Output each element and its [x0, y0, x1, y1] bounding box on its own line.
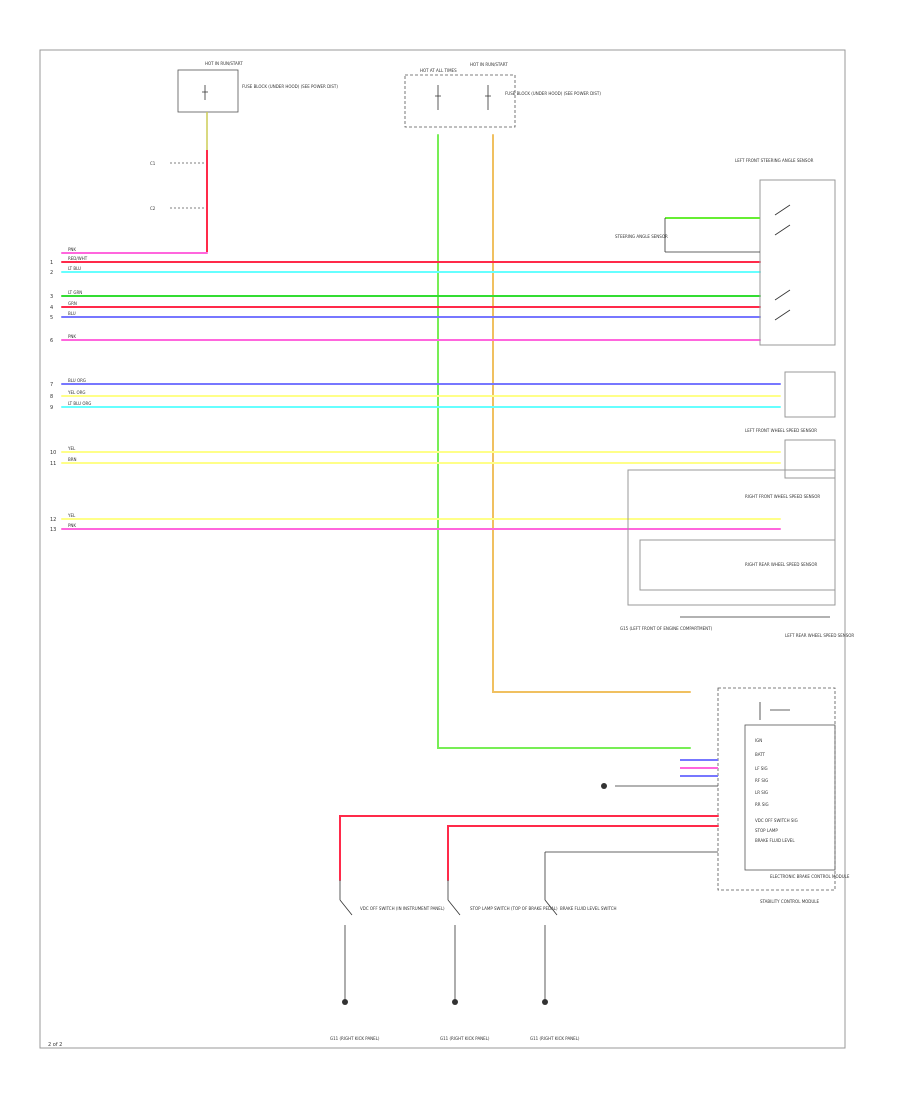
- svg-text:G11 (RIGHT KICK PANEL): G11 (RIGHT KICK PANEL): [330, 1036, 380, 1041]
- svg-text:BLU: BLU: [68, 311, 76, 316]
- module-bottom-title: STABILITY CONTROL MODULE: [760, 899, 820, 904]
- svg-text:BRAKE FLUID LEVEL SWITCH: BRAKE FLUID LEVEL SWITCH: [560, 906, 617, 911]
- comp-right5-title: LEFT REAR WHEEL SPEED SENSOR: [785, 633, 854, 638]
- svg-text:LT BLU ORG: LT BLU ORG: [68, 401, 91, 406]
- svg-text:9: 9: [50, 405, 53, 411]
- vdc-off-switch: VDC OFF SWITCH (IN INSTRUMENT PANEL) G11…: [330, 880, 445, 1041]
- svg-text:3: 3: [50, 294, 53, 300]
- svg-text:11: 11: [50, 461, 56, 467]
- fuse-block-mid: HOT AT ALL TIMES HOT IN RUN/START FUSE B…: [404, 62, 601, 128]
- svg-text:10: 10: [50, 450, 56, 456]
- comp-right1-b: STEERING ANGLE SENSOR: [615, 234, 668, 239]
- svg-text:BRN: BRN: [68, 457, 77, 462]
- svg-text:YEL ORG: YEL ORG: [67, 390, 86, 395]
- svg-text:G11 (RIGHT KICK PANEL): G11 (RIGHT KICK PANEL): [440, 1036, 490, 1041]
- switch-wires: [339, 815, 719, 881]
- wheel-speed-sensor-rr: RIGHT FRONT WHEEL SPEED SENSOR RIGHT REA…: [620, 469, 854, 638]
- ground-mid: G15 (LEFT FRONT OF ENGINE COMPARTMENT): [620, 626, 713, 631]
- svg-text:YEL: YEL: [67, 446, 76, 451]
- svg-text:13: 13: [50, 527, 56, 533]
- fuse-left-note: FUSE BLOCK (UNDER HOOD) (SEE POWER DIST): [242, 84, 338, 89]
- fuse-left-title: HOT IN RUN/START: [205, 61, 243, 66]
- svg-text:BRAKE FLUID LEVEL: BRAKE FLUID LEVEL: [755, 838, 795, 843]
- conn-c1: C1: [150, 161, 156, 166]
- wire-orange-vertical: [492, 134, 691, 693]
- comp-right1-title: LEFT FRONT STEERING ANGLE SENSOR: [735, 158, 814, 163]
- comp-right2-title: LEFT FRONT WHEEL SPEED SENSOR: [745, 428, 817, 433]
- svg-text:VDC OFF SWITCH (IN INSTRUMENT: VDC OFF SWITCH (IN INSTRUMENT PANEL): [360, 906, 445, 911]
- svg-text:YEL: YEL: [67, 513, 76, 518]
- svg-text:5: 5: [50, 315, 53, 321]
- svg-text:BATT: BATT: [755, 752, 766, 757]
- svg-text:7: 7: [50, 382, 53, 388]
- comp-right4-title: RIGHT REAR WHEEL SPEED SENSOR: [745, 562, 817, 567]
- svg-text:1: 1: [50, 260, 53, 266]
- left-pin-labels: 1 2 3 4 5 6 7 8 9 10 11 12 13: [50, 260, 56, 533]
- svg-text:2: 2: [50, 270, 53, 276]
- svg-text:6: 6: [50, 338, 53, 344]
- svg-text:PNK: PNK: [68, 523, 76, 528]
- svg-text:12: 12: [50, 517, 56, 523]
- page-footer: 2 of 2: [48, 1042, 62, 1048]
- wheel-speed-sensor-rf: LEFT FRONT WHEEL SPEED SENSOR: [745, 428, 836, 479]
- fuse-block-left: HOT IN RUN/START FUSE BLOCK (UNDER HOOD)…: [177, 61, 338, 113]
- stop-lamp-switch: STOP LAMP SWITCH (TOP OF BRAKE PEDAL) G1…: [440, 880, 558, 1041]
- svg-text:RR SIG: RR SIG: [755, 802, 769, 807]
- svg-text:LF SIG: LF SIG: [755, 766, 768, 771]
- svg-text:STOP LAMP: STOP LAMP: [755, 828, 778, 833]
- bus-wires: [61, 252, 781, 530]
- svg-text:4: 4: [50, 305, 53, 311]
- ground-symbol-module: [601, 783, 607, 789]
- brake-fluid-level-switch: BRAKE FLUID LEVEL SWITCH G11 (RIGHT KICK…: [530, 880, 617, 1041]
- svg-text:LT GRN: LT GRN: [68, 290, 82, 295]
- diagram-border: [39, 49, 846, 1049]
- svg-text:8: 8: [50, 394, 53, 400]
- comp-right3-title: RIGHT FRONT WHEEL SPEED SENSOR: [745, 494, 820, 499]
- svg-text:PNK: PNK: [68, 247, 76, 252]
- fuse-mid2-title: HOT IN RUN/START: [470, 62, 508, 67]
- svg-text:IGN: IGN: [755, 738, 762, 743]
- svg-text:GRN: GRN: [68, 301, 77, 306]
- svg-text:RED/WHT: RED/WHT: [68, 256, 88, 261]
- fuse-mid-note: FUSE BLOCK (UNDER HOOD) (SEE POWER DIST): [505, 91, 601, 96]
- svg-text:LT BLU: LT BLU: [68, 266, 81, 271]
- conn-c2: C2: [150, 206, 156, 211]
- fuse-mid1-title: HOT AT ALL TIMES: [420, 68, 457, 73]
- module-title: ELECTRONIC BRAKE CONTROL MODULE: [770, 874, 850, 879]
- svg-text:LR SIG: LR SIG: [755, 790, 768, 795]
- svg-text:PNK: PNK: [68, 334, 76, 339]
- left-wire-labels: PNK RED/WHT LT BLU LT GRN GRN BLU PNK BL…: [67, 247, 91, 528]
- svg-text:BLU ORG: BLU ORG: [68, 378, 86, 383]
- brake-control-module: IGN BATT LF SIG RF SIG LR SIG RR SIG VDC…: [717, 687, 850, 904]
- svg-text:VDC OFF SWITCH SIG: VDC OFF SWITCH SIG: [755, 818, 798, 823]
- wheel-speed-sensor-lf: [784, 371, 836, 418]
- steering-angle-sensor: LEFT FRONT STEERING ANGLE SENSOR STEERIN…: [615, 158, 836, 346]
- svg-text:RF SIG: RF SIG: [755, 778, 768, 783]
- svg-text:G11 (RIGHT KICK PANEL): G11 (RIGHT KICK PANEL): [530, 1036, 580, 1041]
- wire-green-vertical: [437, 134, 691, 749]
- svg-text:STOP LAMP SWITCH (TOP OF BRAKE: STOP LAMP SWITCH (TOP OF BRAKE PEDAL): [470, 906, 558, 911]
- module-inputs: [601, 759, 718, 789]
